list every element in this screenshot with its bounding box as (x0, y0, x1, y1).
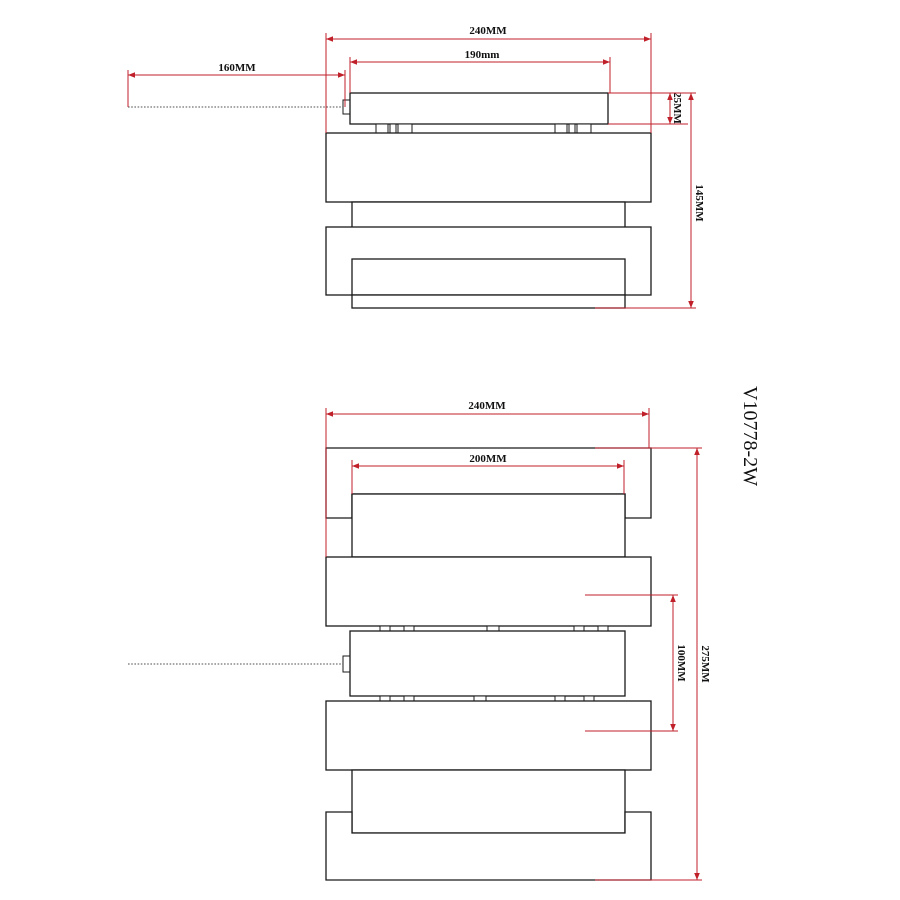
dim-chain-160: 160MM (127, 62, 346, 107)
dim-label: 145MM (693, 184, 705, 222)
dim-top-height-25: 25MM (608, 92, 688, 125)
connectors-upper (379, 625, 609, 632)
dim-label: 25MM (671, 92, 683, 124)
connectors-lower (379, 695, 595, 702)
shade-bottom (351, 294, 626, 309)
shade-layer-1 (325, 132, 652, 203)
dim-side-width-190: 190mm (349, 49, 611, 93)
dim-label: 200MM (469, 453, 507, 465)
center-body (349, 630, 626, 697)
dim-side-width-240: 240MM (325, 25, 652, 133)
shade-layer-4 (351, 258, 626, 296)
dim-label: 190mm (465, 49, 500, 61)
dim-label: 160MM (218, 62, 256, 74)
front-view: 240MM 200MM 100MM 275MM V10778-2W (128, 386, 761, 881)
dim-label: 275MM (699, 645, 711, 683)
side-view: 240MM 190mm 160MM 25MM 145MM (127, 25, 705, 309)
shade-panel-3 (325, 700, 652, 771)
shade-panel-1 (351, 493, 626, 558)
dim-label: 240MM (468, 400, 506, 412)
mounting-clips (375, 123, 592, 134)
dim-total-height-275: 275MM (595, 447, 711, 881)
chain-switch (342, 99, 351, 115)
dim-spacing-100: 100MM (585, 594, 687, 732)
dim-label: 240MM (469, 25, 507, 37)
shade-panel-2 (325, 556, 652, 627)
ceiling-plate (349, 92, 609, 125)
dim-front-width-200: 200MM (351, 453, 625, 494)
dim-total-height-145: 145MM (595, 92, 705, 309)
frame-bottom (325, 811, 652, 881)
model-number: V10778-2W (739, 386, 761, 486)
dim-label: 100MM (675, 644, 687, 682)
shade-panel-4 (351, 769, 626, 834)
chain-switch (342, 655, 351, 673)
dim-front-width-240: 240MM (325, 400, 650, 557)
